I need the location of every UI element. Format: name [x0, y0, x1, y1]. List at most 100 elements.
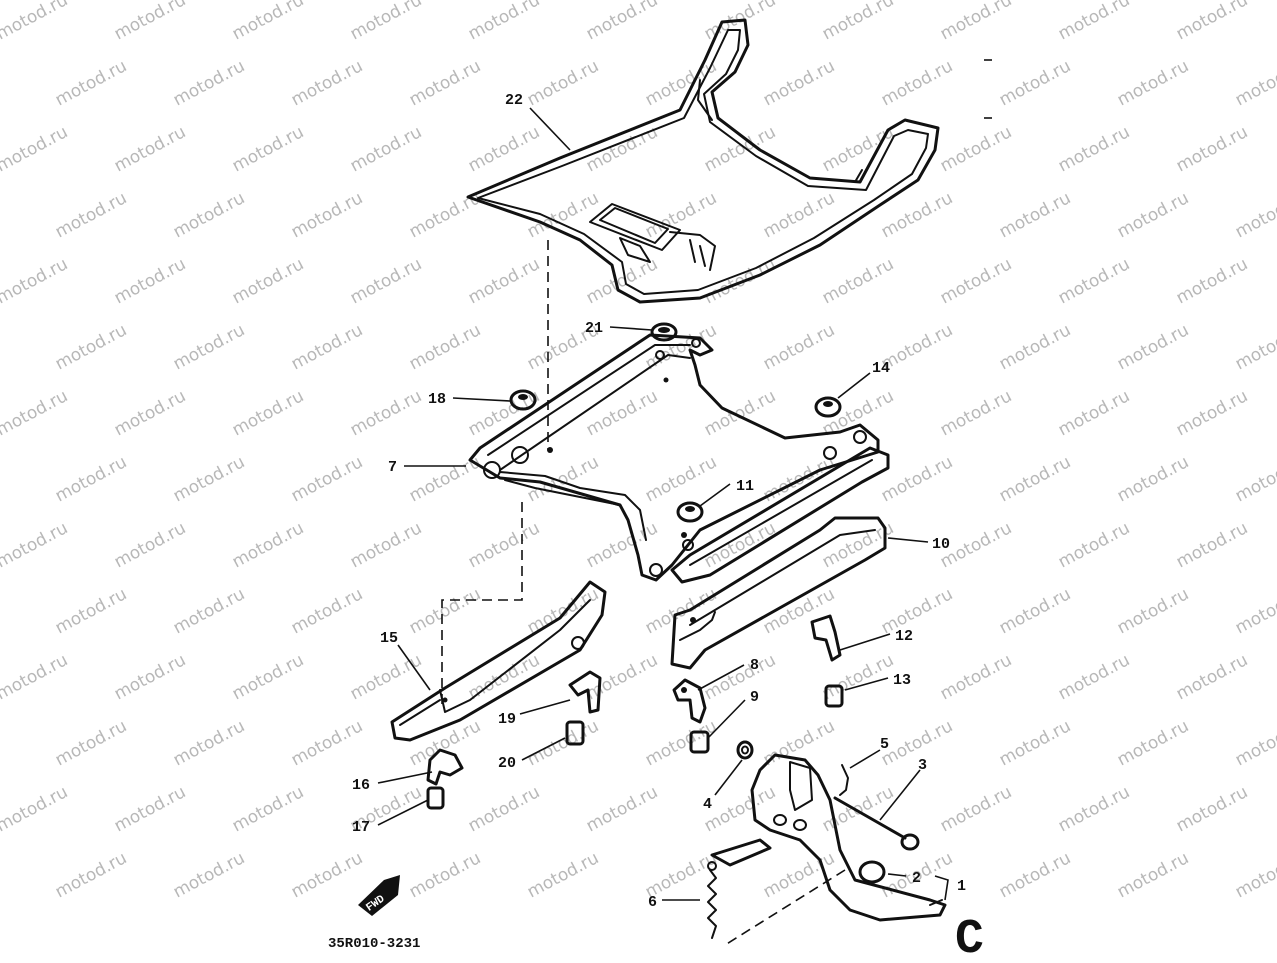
watermark-text: motod.ru	[819, 0, 897, 44]
watermark-text: motod.ru	[819, 122, 897, 176]
grommet-part-21	[650, 322, 678, 342]
watermark-text: motod.ru	[996, 188, 1074, 242]
watermark-text: motod.ru	[1173, 782, 1251, 836]
watermark-text: motod.ru	[937, 386, 1015, 440]
watermark-text: motod.ru	[52, 56, 130, 110]
watermark-text: motod.ru	[0, 122, 71, 176]
bracket-part-16	[426, 748, 464, 786]
clip-part-13	[824, 684, 844, 708]
watermark-text: motod.ru	[347, 518, 425, 572]
label-19: 19	[498, 711, 516, 728]
watermark-text: motod.ru	[406, 320, 484, 374]
watermark-text: motod.ru	[819, 254, 897, 308]
watermark-text: motod.ru	[111, 0, 189, 44]
label-10: 10	[932, 536, 950, 553]
bracket-part-12	[810, 614, 842, 662]
watermark-text: motod.ru	[583, 650, 661, 704]
watermark-text: motod.ru	[111, 254, 189, 308]
watermark-text: motod.ru	[1114, 188, 1192, 242]
watermark-text: motod.ru	[0, 518, 71, 572]
watermark-text: motod.ru	[1232, 584, 1277, 638]
watermark-text: motod.ru	[52, 320, 130, 374]
watermark-text: motod.ru	[1173, 122, 1251, 176]
watermark-text: motod.ru	[1055, 518, 1133, 572]
watermark-text: motod.ru	[347, 0, 425, 44]
watermark-text: motod.ru	[524, 188, 602, 242]
watermark-text: motod.ru	[406, 848, 484, 902]
catalog-code: 35R010-3231	[328, 936, 420, 952]
watermark-text: motod.ru	[52, 716, 130, 770]
watermark-text: motod.ru	[1232, 56, 1277, 110]
watermark-text: motod.ru	[170, 188, 248, 242]
label-16: 16	[352, 777, 370, 794]
label-2: 2	[912, 870, 921, 887]
watermark-text: motod.ru	[1114, 848, 1192, 902]
label-11: 11	[736, 478, 754, 495]
pin-part-5	[839, 764, 849, 796]
watermark-text: motod.ru	[1114, 452, 1192, 506]
watermark-text: motod.ru	[1173, 254, 1251, 308]
watermark-text: motod.ru	[878, 188, 956, 242]
watermark-text: motod.ru	[524, 56, 602, 110]
watermark-text: motod.ru	[583, 518, 661, 572]
watermark-text: motod.ru	[760, 320, 838, 374]
label-18: 18	[428, 391, 446, 408]
watermark-text: motod.ru	[288, 56, 366, 110]
nut-part-11	[676, 501, 704, 523]
watermark-text: motod.ru	[937, 122, 1015, 176]
watermark-text: motod.ru	[465, 0, 543, 44]
label-1: 1	[957, 878, 966, 895]
watermark-text: motod.ru	[996, 584, 1074, 638]
label-17: 17	[352, 819, 370, 836]
watermark-text: motod.ru	[642, 452, 720, 506]
watermark-text: motod.ru	[406, 716, 484, 770]
watermark-text: motod.ru	[937, 254, 1015, 308]
watermark-text: motod.ru	[1232, 716, 1277, 770]
watermark-text: motod.ru	[229, 518, 307, 572]
floor-frame-part	[468, 333, 890, 584]
label-20: 20	[498, 755, 516, 772]
watermark-text: motod.ru	[229, 0, 307, 44]
watermark-text: motod.ru	[1232, 452, 1277, 506]
watermark-text: motod.ru	[937, 650, 1015, 704]
watermark-text: motod.ru	[996, 716, 1074, 770]
floor-mat-part	[466, 18, 940, 304]
watermark-text: motod.ru	[347, 122, 425, 176]
watermark-text: motod.ru	[465, 122, 543, 176]
nut-part-18	[509, 389, 537, 411]
watermark-text: motod.ru	[642, 188, 720, 242]
watermark-text: motod.ru	[0, 782, 71, 836]
watermark-text: motod.ru	[229, 386, 307, 440]
watermark-text: motod.ru	[524, 716, 602, 770]
watermark-text: motod.ru	[347, 650, 425, 704]
watermark-text: motod.ru	[583, 122, 661, 176]
label-8: 8	[750, 657, 759, 674]
watermark-text: motod.ru	[1055, 0, 1133, 44]
left-side-cover-part	[390, 580, 607, 742]
watermark-text: motod.ru	[111, 650, 189, 704]
watermark-text: motod.ru	[878, 584, 956, 638]
watermark-text: motod.ru	[1173, 518, 1251, 572]
watermark-text: motod.ru	[1114, 320, 1192, 374]
watermark-text: motod.ru	[701, 386, 779, 440]
watermark-text: motod.ru	[996, 452, 1074, 506]
watermark-text: motod.ru	[1055, 122, 1133, 176]
clip-part-9	[689, 730, 710, 754]
watermark-text: motod.ru	[288, 848, 366, 902]
watermark-text: motod.ru	[1055, 650, 1133, 704]
watermark-text: motod.ru	[111, 518, 189, 572]
part-labels: 22 21 18 14 7 11 10 15 12 13 8 9 19 20 1…	[352, 92, 966, 911]
watermark-text: motod.ru	[1114, 584, 1192, 638]
yamaha-logo-plate	[589, 203, 681, 263]
watermark-text: motod.ru	[524, 848, 602, 902]
nut-part-14	[814, 396, 842, 418]
bumper-part-2	[858, 860, 886, 884]
watermark-text: motod.ru	[701, 122, 779, 176]
label-12: 12	[895, 628, 913, 645]
label-21: 21	[585, 320, 603, 337]
watermark-text: motod.ru	[1173, 650, 1251, 704]
watermark-text: motod.ru	[288, 320, 366, 374]
watermark-text: motod.ru	[1055, 386, 1133, 440]
